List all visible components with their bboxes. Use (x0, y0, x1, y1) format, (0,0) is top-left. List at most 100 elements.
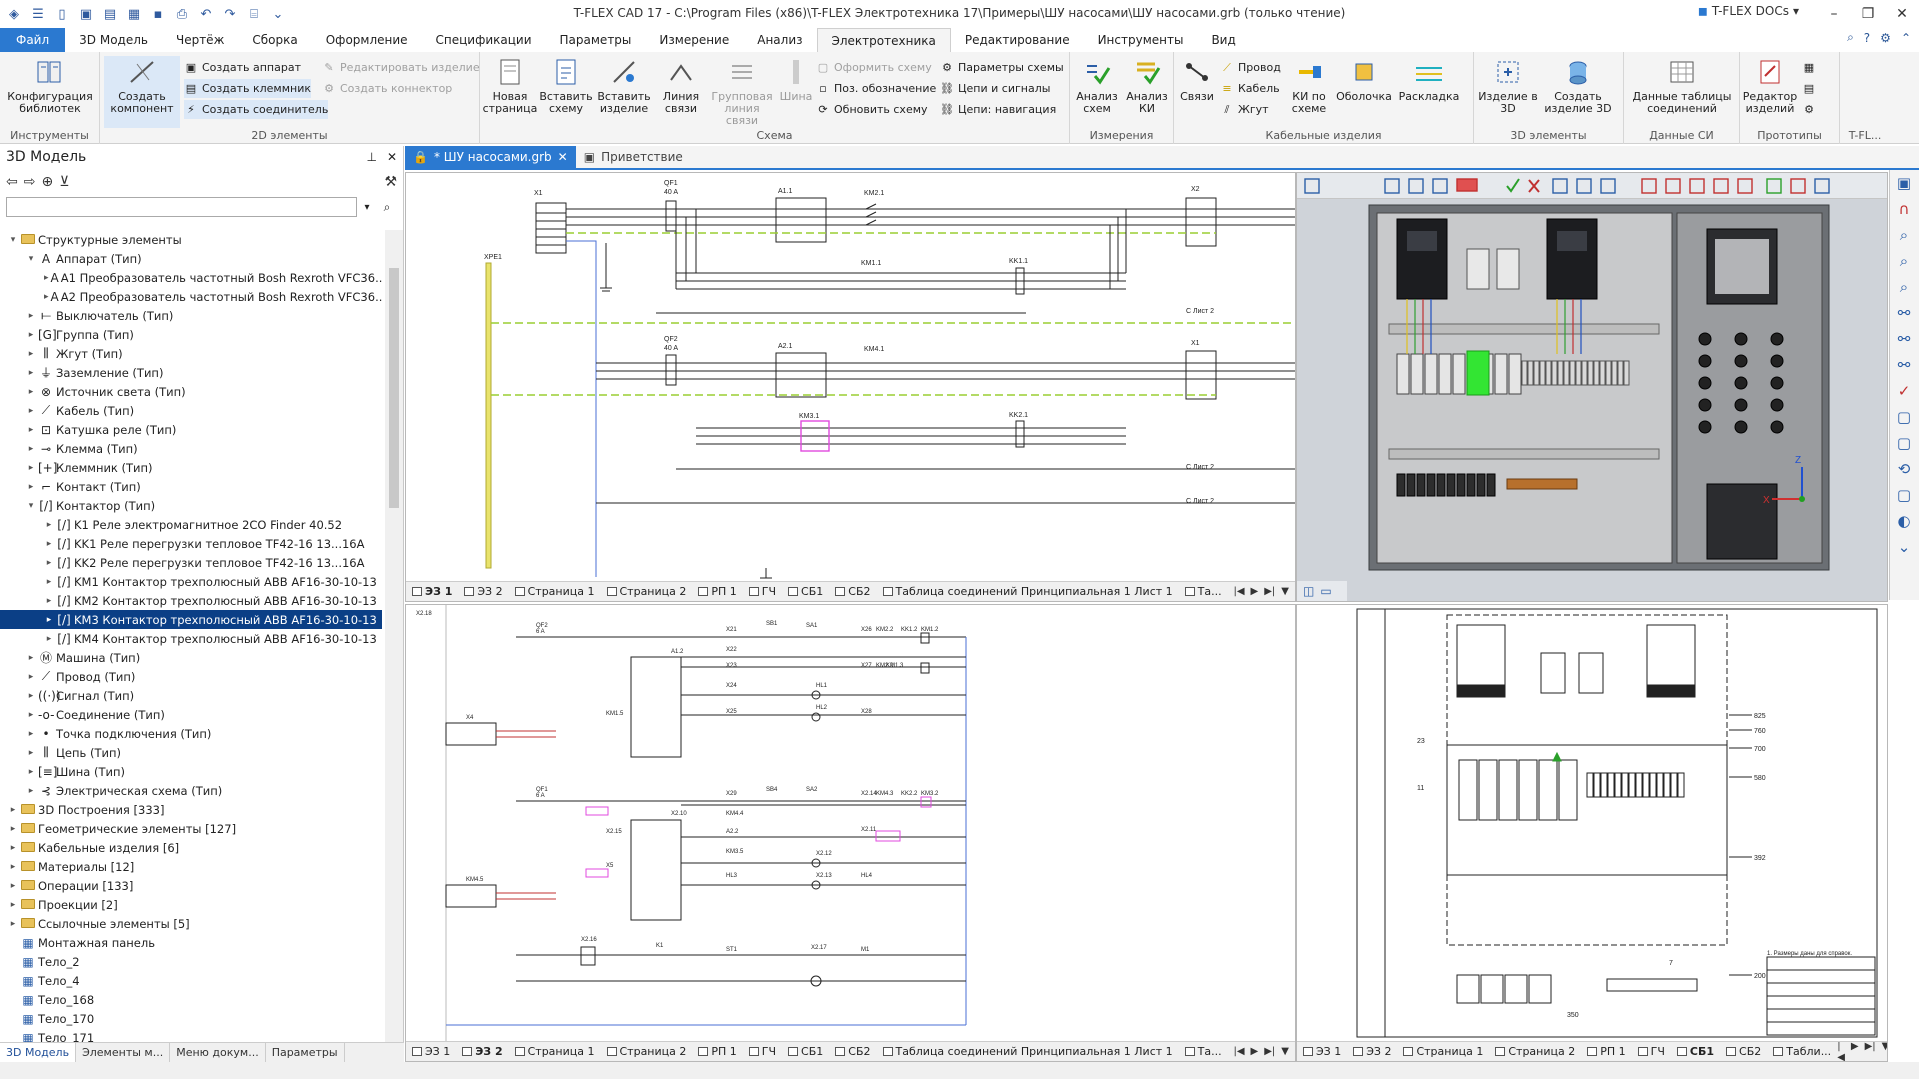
panel-tab-2[interactable]: Меню докум... (170, 1043, 266, 1062)
magnet-icon[interactable]: ∩ (1898, 200, 1910, 218)
view-split-icon[interactable]: ◫ (1303, 584, 1315, 598)
sheet-tab[interactable]: Страница 1 (509, 1045, 601, 1058)
update-scheme-button[interactable]: ⟳Обновить схему (816, 100, 927, 119)
sheet-tab[interactable]: ЭЗ 1 (406, 1045, 456, 1058)
tree-item[interactable]: ▸⊡Катушка реле (Тип) (0, 420, 382, 439)
restore-button[interactable]: ❐ (1861, 6, 1875, 22)
tree-item[interactable]: ▸[/]KK2 Реле перегрузки тепловое TF42-16… (0, 553, 382, 572)
back-arrow-icon[interactable]: ⇦ (6, 174, 18, 190)
sheet-tab[interactable]: Страница 2 (601, 1045, 693, 1058)
sheet-tab[interactable]: Та... (1179, 585, 1228, 598)
view-single-icon[interactable]: ▭ (1320, 584, 1332, 598)
cable-button[interactable]: ≡Кабель (1220, 79, 1279, 98)
sheet-tab[interactable]: СБ1 (1671, 1045, 1720, 1058)
insert-product-button[interactable]: Вставить изделие (596, 56, 652, 115)
sheet-tab[interactable]: ЭЗ 1 (1297, 1045, 1347, 1058)
sheet-tab[interactable]: СБ2 (1720, 1045, 1767, 1058)
next-sheet-icon[interactable]: ▶ (1250, 1046, 1259, 1057)
menu-tab-12[interactable]: Вид (1211, 33, 1236, 47)
customize-icon[interactable]: ⌄ (272, 6, 284, 22)
sheet-tab[interactable]: РП 1 (692, 585, 742, 598)
cabinet-3d-model[interactable]: ZX (1297, 199, 1888, 583)
analysis-ki-button[interactable]: Анализ КИ (1124, 56, 1170, 115)
config-libraries-button[interactable]: Конфигурация библиотек (6, 56, 94, 115)
sheet-tab[interactable]: Таблица соединений Принципиальная 1 Лист… (877, 1045, 1179, 1058)
doc-tab-main[interactable]: 🔒* ШУ насосами.grb✕ (405, 146, 576, 168)
sheet-tab[interactable]: Табли... (1767, 1045, 1837, 1058)
tree-expander-icon[interactable]: ▸ (44, 272, 49, 283)
group-line-button[interactable]: Групповая линия связи (710, 56, 774, 127)
filter-dropdown-icon[interactable]: ▾ (364, 201, 370, 213)
help-icon[interactable]: ? (1863, 30, 1871, 45)
tree-item[interactable]: ▸⟝Выключатель (Тип) (0, 306, 382, 325)
tree-expander-icon[interactable]: ▸ (28, 709, 34, 720)
tree-expander-icon[interactable]: ▾ (28, 500, 34, 511)
menu-tab-1[interactable]: 3D Модель (79, 33, 148, 47)
chains-nav-button[interactable]: ⛓Цепи: навигация (940, 100, 1056, 119)
bus-button[interactable]: Шина (778, 56, 814, 103)
tree-item[interactable]: ▸((·))Сигнал (Тип) (0, 686, 382, 705)
create-terminal-button[interactable]: ▤Создать клеммник (184, 79, 312, 98)
scrollbar-thumb[interactable] (389, 268, 399, 508)
edit-product-button[interactable]: ✎Редактировать изделие (322, 58, 479, 77)
panel-close-icon[interactable]: ✕ (386, 150, 397, 164)
format-scheme-button[interactable]: ▢Оформить схему (816, 58, 932, 77)
tree-expander-icon[interactable]: ▸ (44, 291, 49, 302)
menu-tab-8[interactable]: Анализ (757, 33, 803, 47)
tree-item[interactable]: ▸⌐Контакт (Тип) (0, 477, 382, 496)
last-sheet-icon[interactable]: ▶| (1264, 1046, 1276, 1057)
box-3d-icon[interactable]: ▢ (1896, 486, 1912, 504)
view-cube-icon[interactable]: ▣ (1896, 174, 1912, 192)
box-icon[interactable]: ▢ (1896, 408, 1912, 426)
tree-expander-icon[interactable]: ▸ (10, 804, 16, 815)
template-icon[interactable]: ▦ (127, 6, 141, 22)
wire-button[interactable]: ⟋Провод (1220, 58, 1281, 77)
tree-item[interactable]: ▸⊗Источник света (Тип) (0, 382, 382, 401)
tree-item[interactable]: ▸[G]Группа (Тип) (0, 325, 382, 344)
chevron-up-icon[interactable]: ⌃ (1900, 30, 1911, 45)
tree-expander-icon[interactable]: ▸ (46, 633, 52, 644)
tree-item[interactable]: ▦Монтажная панель (0, 933, 382, 952)
tree-item[interactable]: ▸⏚Заземление (Тип) (0, 363, 382, 382)
tree-item[interactable]: ▸Проекции [2] (0, 895, 382, 914)
zoom-all-icon[interactable]: ⌕ (1899, 252, 1909, 270)
analysis-scheme-button[interactable]: Анализ схем (1074, 56, 1120, 115)
sheet-tab[interactable]: Страница 2 (1489, 1045, 1581, 1058)
create-product-3d-button[interactable]: Создать изделие 3D (1540, 56, 1616, 115)
tree-item[interactable]: ▸[/]KM1 Контактор трехполюсный ABB AF16-… (0, 572, 382, 591)
tree-item[interactable]: ▾[/]Контактор (Тип) (0, 496, 382, 515)
redo-icon[interactable]: ↷ (224, 6, 236, 22)
rotate-icon[interactable]: ⟲ (1897, 460, 1911, 478)
tree-item[interactable]: ▸⫼Цепь (Тип) (0, 743, 382, 762)
sphere-icon[interactable]: ◐ (1897, 512, 1911, 530)
glasses-check-icon[interactable]: ⚯ (1897, 356, 1911, 374)
sheet-tab[interactable]: Страница 2 (601, 585, 693, 598)
menu-tab-7[interactable]: Измерение (659, 33, 730, 47)
tree-item[interactable]: ▸[+]Клеммник (Тип) (0, 458, 382, 477)
tree-expander-icon[interactable]: ▸ (28, 766, 34, 777)
sheet-tab[interactable]: Страница 1 (509, 585, 601, 598)
box-check-icon[interactable]: ▢ (1896, 434, 1912, 452)
tree-expander-icon[interactable]: ▸ (46, 595, 52, 606)
hamburger-menu-icon[interactable]: ☰ (32, 6, 44, 22)
tree-expander-icon[interactable]: ▸ (28, 348, 34, 359)
create-connector-button[interactable]: ⚡Создать соединитель (184, 100, 329, 119)
menu-tab-6[interactable]: Параметры (559, 33, 632, 47)
open-icon[interactable]: ▤ (103, 6, 117, 22)
menu-tab-11[interactable]: Инструменты (1097, 33, 1184, 47)
tree-expander-icon[interactable]: ▸ (10, 823, 16, 834)
menu-tab-5[interactable]: Спецификации (435, 33, 532, 47)
next-sheet-icon[interactable]: ▶ (1250, 586, 1259, 597)
pos-label-button[interactable]: ▫Поз. обозначение (816, 79, 936, 98)
link-line-button[interactable]: Линия связи (656, 56, 706, 115)
tree-item[interactable]: ▦Тело_171 (0, 1028, 382, 1047)
pin-icon[interactable]: ⊥ (366, 150, 377, 164)
menu-tab-3[interactable]: Сборка (252, 33, 298, 47)
tree-expander-icon[interactable]: ▸ (46, 538, 52, 549)
sheet-tab[interactable]: ЭЗ 2 (1347, 1045, 1397, 1058)
product-editor-button[interactable]: Редактор изделий (1742, 56, 1798, 115)
filter-search-icon[interactable]: ⌕ (383, 199, 391, 214)
